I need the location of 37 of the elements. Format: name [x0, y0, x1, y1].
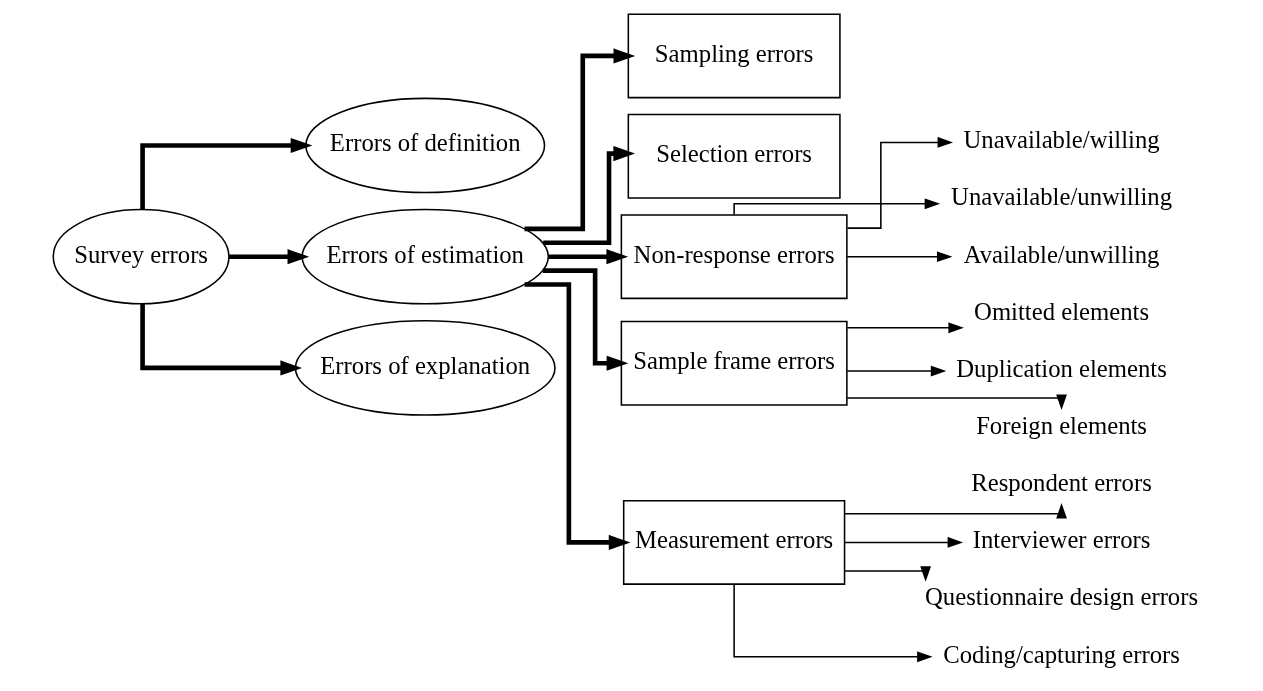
node-text: Coding/capturing errors — [943, 640, 1180, 668]
node-text: Foreign elements — [976, 412, 1147, 439]
arrow — [524, 48, 636, 232]
arrow — [844, 566, 932, 582]
node-box: Sample frame errors — [620, 320, 848, 406]
arrow — [846, 251, 953, 263]
arrow — [846, 394, 1067, 410]
node-ellipse: Errors of estimation — [301, 208, 550, 305]
arrow — [140, 137, 313, 210]
node-box: Selection errors — [627, 113, 841, 199]
node-text: Respondent errors — [971, 469, 1152, 497]
node-ellipse: Errors of definition — [305, 97, 546, 194]
arrow — [844, 537, 964, 548]
arrow — [140, 303, 303, 376]
node-ellipse: Survey errors — [52, 208, 230, 305]
arrow — [229, 249, 310, 265]
node-box: Sampling errors — [627, 13, 841, 99]
arrow — [733, 583, 933, 663]
arrow — [846, 365, 947, 377]
node-text: Available/unwilling — [963, 240, 1160, 268]
node-text: Unavailable/unwilling — [951, 183, 1173, 211]
arrow — [733, 198, 941, 216]
arrow — [524, 282, 631, 550]
arrow — [543, 146, 636, 246]
arrow — [844, 503, 1067, 519]
arrow — [548, 249, 629, 265]
arrow — [846, 137, 954, 229]
node-text: Interviewer errors — [972, 526, 1151, 554]
node-box: Measurement errors — [622, 499, 846, 585]
node-text: Duplication elements — [956, 354, 1167, 382]
node-box: Non-response errors — [620, 214, 848, 300]
arrow — [846, 322, 964, 334]
node-text: Omitted elements — [974, 297, 1150, 325]
arrow — [542, 268, 629, 371]
node-ellipse: Errors of explanation — [294, 320, 556, 416]
node-text: Questionnaire design errors — [925, 583, 1199, 611]
node-text: Unavailable/willing — [963, 126, 1160, 154]
